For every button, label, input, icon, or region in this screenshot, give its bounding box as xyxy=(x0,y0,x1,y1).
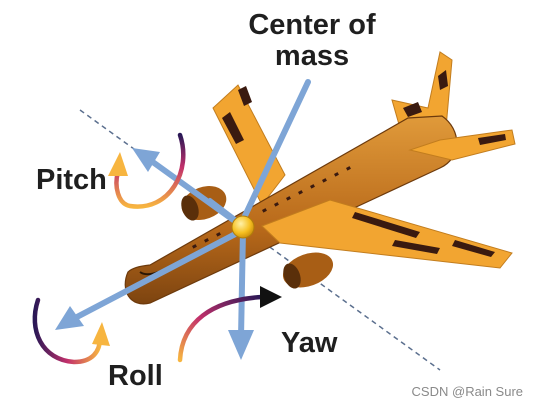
center-of-mass-dot xyxy=(231,215,255,239)
upper-wing xyxy=(212,84,286,206)
yaw-axis-arrow xyxy=(238,227,246,341)
curved-arrow-icon xyxy=(92,322,110,346)
lower-engine xyxy=(282,252,334,289)
roll-axis-arrow xyxy=(72,227,246,321)
pitch-rotation-arrow xyxy=(108,132,186,209)
horizontal-stabilizer xyxy=(408,129,516,161)
center-of-mass-label: Center of mass xyxy=(248,9,376,72)
lower-wing xyxy=(261,199,513,269)
curved-arrow-icon xyxy=(108,152,128,176)
pitch-label: Pitch xyxy=(36,164,107,196)
yaw-rotation-arrow xyxy=(177,286,282,363)
curved-arrow-icon xyxy=(260,286,282,308)
yaw-axis-arrowhead xyxy=(228,330,254,360)
pitch-axis-arrowhead xyxy=(132,148,160,172)
yaw-label: Yaw xyxy=(281,327,338,359)
roll-rotation-arrow xyxy=(32,297,110,365)
pitch-axis-arrow xyxy=(147,157,246,230)
roll-axis-arrowhead xyxy=(55,306,84,330)
watermark: CSDN @Rain Sure xyxy=(411,384,523,399)
roll-label: Roll xyxy=(108,360,163,392)
center-of-mass-pointer xyxy=(240,79,311,223)
axis-arrows xyxy=(55,79,311,360)
